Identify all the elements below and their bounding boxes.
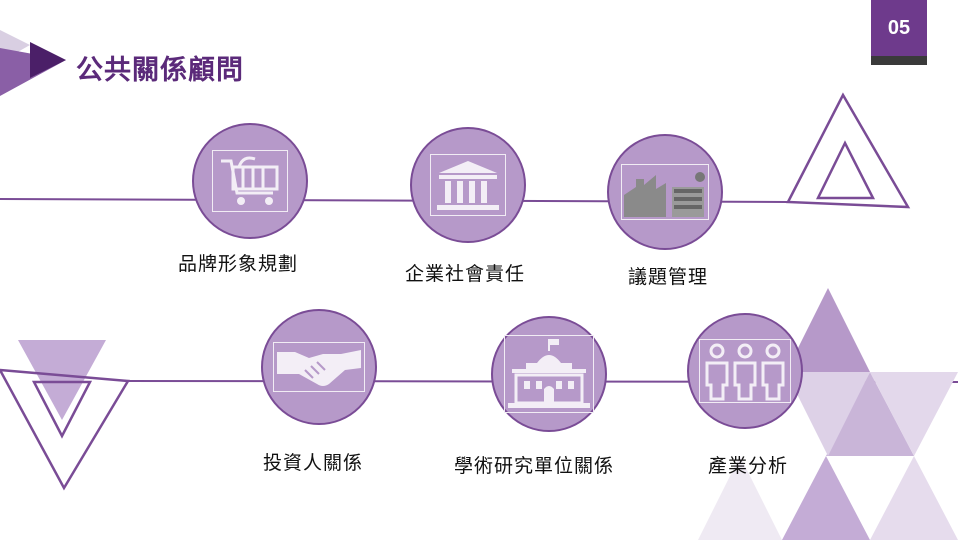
filled-triangle-left [18,340,106,420]
mosaic-triangle-7 [870,372,958,456]
service-label-academic: 學術研究單位關係 [454,455,615,477]
icon-frame [430,154,506,216]
bank-building-icon [437,161,499,210]
service-circle-investor[interactable] [261,309,377,425]
service-label-investor: 投資人關係 [263,452,364,474]
mosaic-triangle-3 [786,372,870,456]
page-title: 公共關係顧問 [76,55,244,86]
service-label-csr: 企業社會責任 [405,263,526,285]
outline-triangle-left-outer [0,368,131,491]
service-label-issue: 議題管理 [628,266,709,288]
handshake-icon [277,350,361,386]
outline-triangle-left-inner [31,380,93,439]
mosaic-triangle-6 [698,456,782,540]
factory-icon [624,172,705,217]
outline-triangle-large [785,92,911,209]
mosaic-triangle-4 [782,456,870,540]
outline-triangle-small [815,140,876,200]
service-circle-brand[interactable] [192,123,308,239]
shopping-cart-icon [221,156,279,205]
service-circle-academic[interactable] [491,316,607,432]
service-label-industry: 產業分析 [708,455,789,477]
page-number-badge: 05 [871,0,927,56]
mosaic-triangle-1 [786,288,870,372]
icon-frame [273,342,365,392]
title-arrow-dark [30,42,66,78]
page-number-bar [871,56,927,65]
icon-frame [212,150,288,212]
mosaic-triangle-5 [870,456,958,540]
university-building-icon [508,339,590,408]
service-circle-csr[interactable] [410,127,526,243]
service-circle-industry[interactable] [687,313,803,429]
icon-frame [504,335,594,413]
mosaic-triangle-2 [826,372,914,456]
service-label-brand: 品牌形象規劃 [178,253,299,275]
icon-frame [699,339,791,403]
icon-frame [621,164,709,220]
people-group-icon [705,343,785,401]
service-circle-issue[interactable] [607,134,723,250]
